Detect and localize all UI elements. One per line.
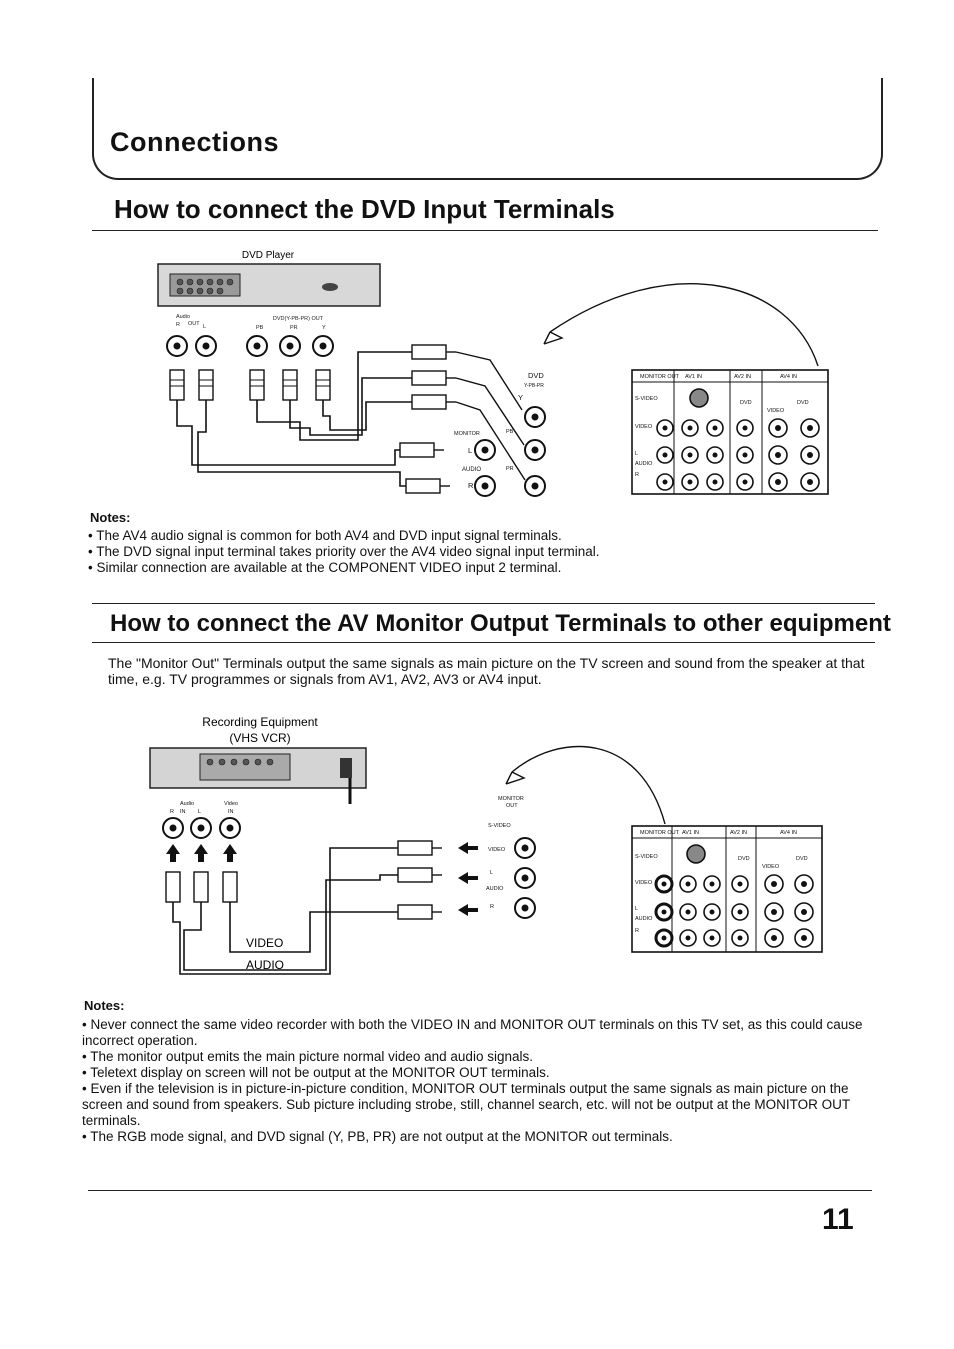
panel-row-l: L xyxy=(635,451,638,457)
tv-pr-label: PR xyxy=(506,466,514,472)
vcr-video-label: Video xyxy=(224,801,238,807)
tv-l-label-2: L xyxy=(490,870,493,876)
panel-dvd-label: DVD xyxy=(740,400,752,406)
vcr-r-label: R xyxy=(170,809,174,815)
cable-video-label: VIDEO xyxy=(246,936,283,950)
player-pr-label: PR xyxy=(290,325,298,331)
vcr-label-2: (VHS VCR) xyxy=(229,731,290,745)
sec2-notes-heading: Notes: xyxy=(84,998,125,1013)
sec2-rule-bottom xyxy=(92,642,875,643)
tv-l-label: L xyxy=(468,446,472,455)
sec2-rule-top xyxy=(92,603,875,604)
tv-out-label: OUT xyxy=(506,803,518,809)
terminal-panel: MONITOR OUT AV1 IN AV2 IN AV4 IN S-VIDEO… xyxy=(631,369,829,495)
vcr-in2-label: IN xyxy=(228,809,234,815)
terminal-panel-2: MONITOR OUT AV1 IN AV2 IN AV4 IN S-VIDEO… xyxy=(631,825,823,953)
panel-video-label: VIDEO xyxy=(767,408,785,414)
panel2-dvd-label: DVD xyxy=(738,856,750,862)
panel-row-svideo: S-VIDEO xyxy=(635,396,658,402)
panel-row-video: VIDEO xyxy=(635,424,653,430)
sec1-notes-heading: Notes: xyxy=(90,510,131,525)
footer-rule xyxy=(88,1190,872,1191)
vcr-l-label: L xyxy=(198,809,201,815)
player-pb-label: PB xyxy=(256,325,264,331)
cable-audio-label: AUDIO xyxy=(246,958,284,972)
sec1-note-1: • The AV4 audio signal is common for bot… xyxy=(88,528,562,543)
vcr xyxy=(149,747,367,804)
sec2-note-2: • The monitor output emits the main pict… xyxy=(82,1049,533,1064)
player-audio-label: Audio xyxy=(176,314,190,320)
panel2-row-r: R xyxy=(635,928,639,934)
sec1-rule xyxy=(92,230,878,231)
zoom-arrow-2 xyxy=(511,745,666,825)
panel-row-r: R xyxy=(635,472,639,478)
tv-monitor-label: MONITOR xyxy=(454,431,480,437)
player-y-label: Y xyxy=(322,325,326,331)
panel-row-audio: AUDIO xyxy=(635,461,653,467)
zoom-arrow xyxy=(549,283,819,367)
tv-audio-label-2: AUDIO xyxy=(486,886,504,892)
tv-dvd-label: DVD xyxy=(528,371,544,380)
panel2-header-monitor: MONITOR OUT xyxy=(640,830,680,836)
vcr-audio-label: Audio xyxy=(180,801,194,807)
sec2-note-1: • Never connect the same video recorder … xyxy=(82,1017,863,1048)
arrow-left-icon xyxy=(458,872,478,884)
sec2-heading: How to connect the AV Monitor Output Ter… xyxy=(110,610,891,637)
tv-monitor-label-2: MONITOR xyxy=(498,796,524,802)
tv-audio-label: AUDIO xyxy=(462,467,481,473)
player-dvd-out-label: DVD(Y-PB-PR) OUT xyxy=(273,316,324,322)
panel2-header-av2: AV2 IN xyxy=(730,830,747,836)
panel2-header-av4: AV4 IN xyxy=(780,830,797,836)
section-frame xyxy=(92,78,883,180)
tv-y-label: Y xyxy=(518,393,523,402)
sec1-notes: • The AV4 audio signal is common for bot… xyxy=(88,528,878,576)
panel2-row-svideo: S-VIDEO xyxy=(635,854,658,860)
sec2-intro: The "Monitor Out" Terminals output the s… xyxy=(108,655,865,687)
sec1-heading: How to connect the DVD Input Terminals xyxy=(114,194,615,224)
player-l-label: L xyxy=(203,324,206,330)
tv-dvd-sub-label: Y-PB-PR xyxy=(524,383,544,389)
dvd-player xyxy=(157,263,381,307)
tv-video-label: VIDEO xyxy=(488,847,506,853)
tv-svideo-label: S-VIDEO xyxy=(488,823,511,829)
arrow-left-icon xyxy=(458,842,478,854)
sec1-note-2: • The DVD signal input terminal takes pr… xyxy=(88,544,600,559)
panel2-dvd-label-2: DVD xyxy=(796,856,808,862)
vcr-label-1: Recording Equipment xyxy=(202,715,318,729)
sec2-note-3: • Teletext display on screen will not be… xyxy=(82,1065,550,1080)
sec2-note-4: • Even if the television is in picture-i… xyxy=(82,1081,850,1128)
panel-header-av2: AV2 IN xyxy=(734,374,751,380)
arrow-up-icon xyxy=(194,844,208,862)
tv-r-label-2: R xyxy=(490,904,494,910)
player-out-label: OUT xyxy=(188,321,200,327)
panel2-row-l: L xyxy=(635,906,638,912)
panel2-row-audio: AUDIO xyxy=(635,916,653,922)
panel-header-monitor: MONITOR OUT xyxy=(640,374,680,380)
sec2-notes: • Never connect the same video recorder … xyxy=(82,1017,872,1145)
monitor-out-diagram: Recording Equipment (VHS VCR) Audio Vide… xyxy=(149,715,823,975)
panel2-header-av1: AV1 IN xyxy=(682,830,699,836)
player-r-label: R xyxy=(176,322,180,328)
panel-header-av4: AV4 IN xyxy=(780,374,797,380)
arrow-up-icon xyxy=(166,844,180,862)
arrow-left-icon xyxy=(458,904,478,916)
dvd-player-label: DVD Player xyxy=(242,250,295,261)
panel2-video-label: VIDEO xyxy=(762,864,780,870)
dvd-connection-diagram: DVD Player Audio R OUT L DVD(Y-PB-PR) OU… xyxy=(157,250,829,497)
section-title: Connections xyxy=(110,127,280,157)
panel2-row-video: VIDEO xyxy=(635,880,653,886)
page-number: 11 xyxy=(822,1203,854,1236)
vcr-in1-label: IN xyxy=(180,809,186,815)
panel-header-av1: AV1 IN xyxy=(685,374,702,380)
tv-pb-label: PB xyxy=(506,429,514,435)
panel-dvd-label-2: DVD xyxy=(797,400,809,406)
tv-r-label: R xyxy=(468,481,474,490)
sec2-note-5: • The RGB mode signal, and DVD signal (Y… xyxy=(82,1129,673,1144)
arrow-up-icon xyxy=(223,844,237,862)
sec1-note-3: • Similar connection are available at th… xyxy=(88,560,562,575)
